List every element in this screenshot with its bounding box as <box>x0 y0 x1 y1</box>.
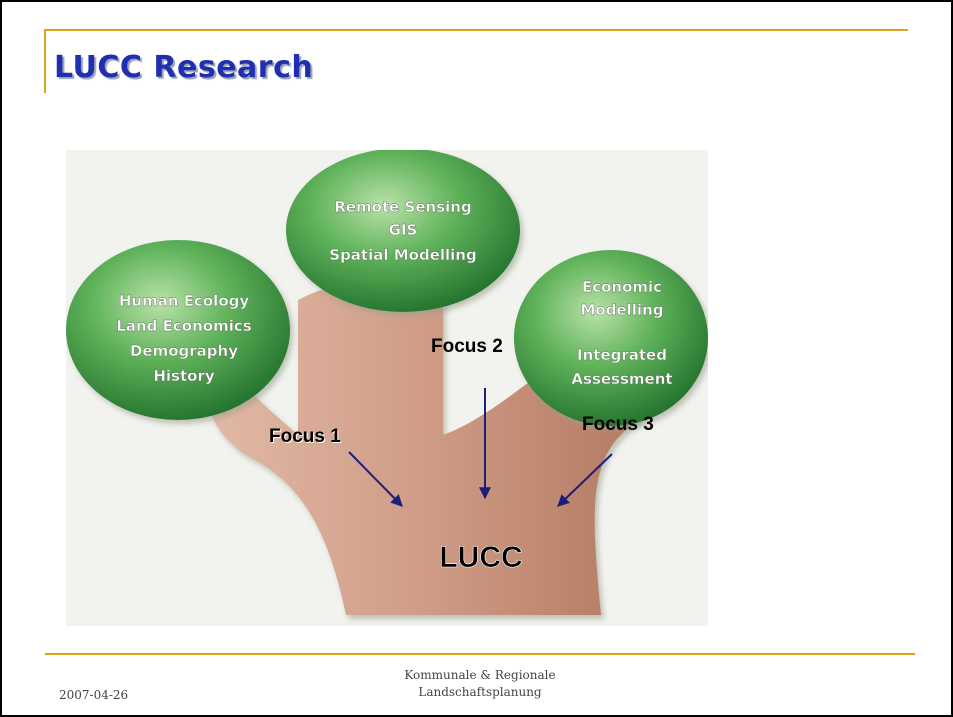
footer-org-line1: Kommunale & Regionale <box>404 668 556 682</box>
circle3-line-1: Economic <box>582 278 662 296</box>
footer-org-line2: Landschaftsplanung <box>418 685 542 699</box>
circle1-line-2: Land Economics <box>116 317 251 335</box>
lucc-label: LUCC <box>439 541 522 574</box>
slide-title: LUCC Research <box>54 50 314 85</box>
focus3-label: Focus 3 <box>582 414 654 435</box>
circle2-line-3: Spatial Modelling <box>329 246 476 264</box>
focus1-label: Focus 1 <box>269 426 341 447</box>
focus2-label: Focus 2 <box>431 336 503 357</box>
circle-focus2 <box>286 150 520 312</box>
circle3-line-2: Modelling <box>581 301 664 319</box>
tree-trunk <box>207 281 641 615</box>
circle2-line-1: Remote Sensing <box>334 198 471 216</box>
footer-organization: Kommunale & Regionale Landschaftsplanung <box>380 667 580 701</box>
circle3-line-5: Assessment <box>571 370 672 388</box>
arrow-focus1 <box>348 451 403 507</box>
footer-date: 2007-04-26 <box>59 688 129 702</box>
circle1-line-3: Demography <box>130 342 238 360</box>
title-left-rule <box>44 31 46 93</box>
lucc-diagram: Human Ecology Land Economics Demography … <box>66 150 708 626</box>
circle1-line-4: History <box>153 367 214 385</box>
footer-rule <box>45 653 915 655</box>
circle-focus3 <box>514 250 708 426</box>
circle2-line-2: GIS <box>389 221 418 239</box>
title-top-rule <box>44 29 908 31</box>
circle-focus1 <box>66 240 290 420</box>
arrow-focus3 <box>557 453 613 507</box>
circle3-line-4: Integrated <box>577 346 667 364</box>
circle1-line-1: Human Ecology <box>119 292 250 310</box>
